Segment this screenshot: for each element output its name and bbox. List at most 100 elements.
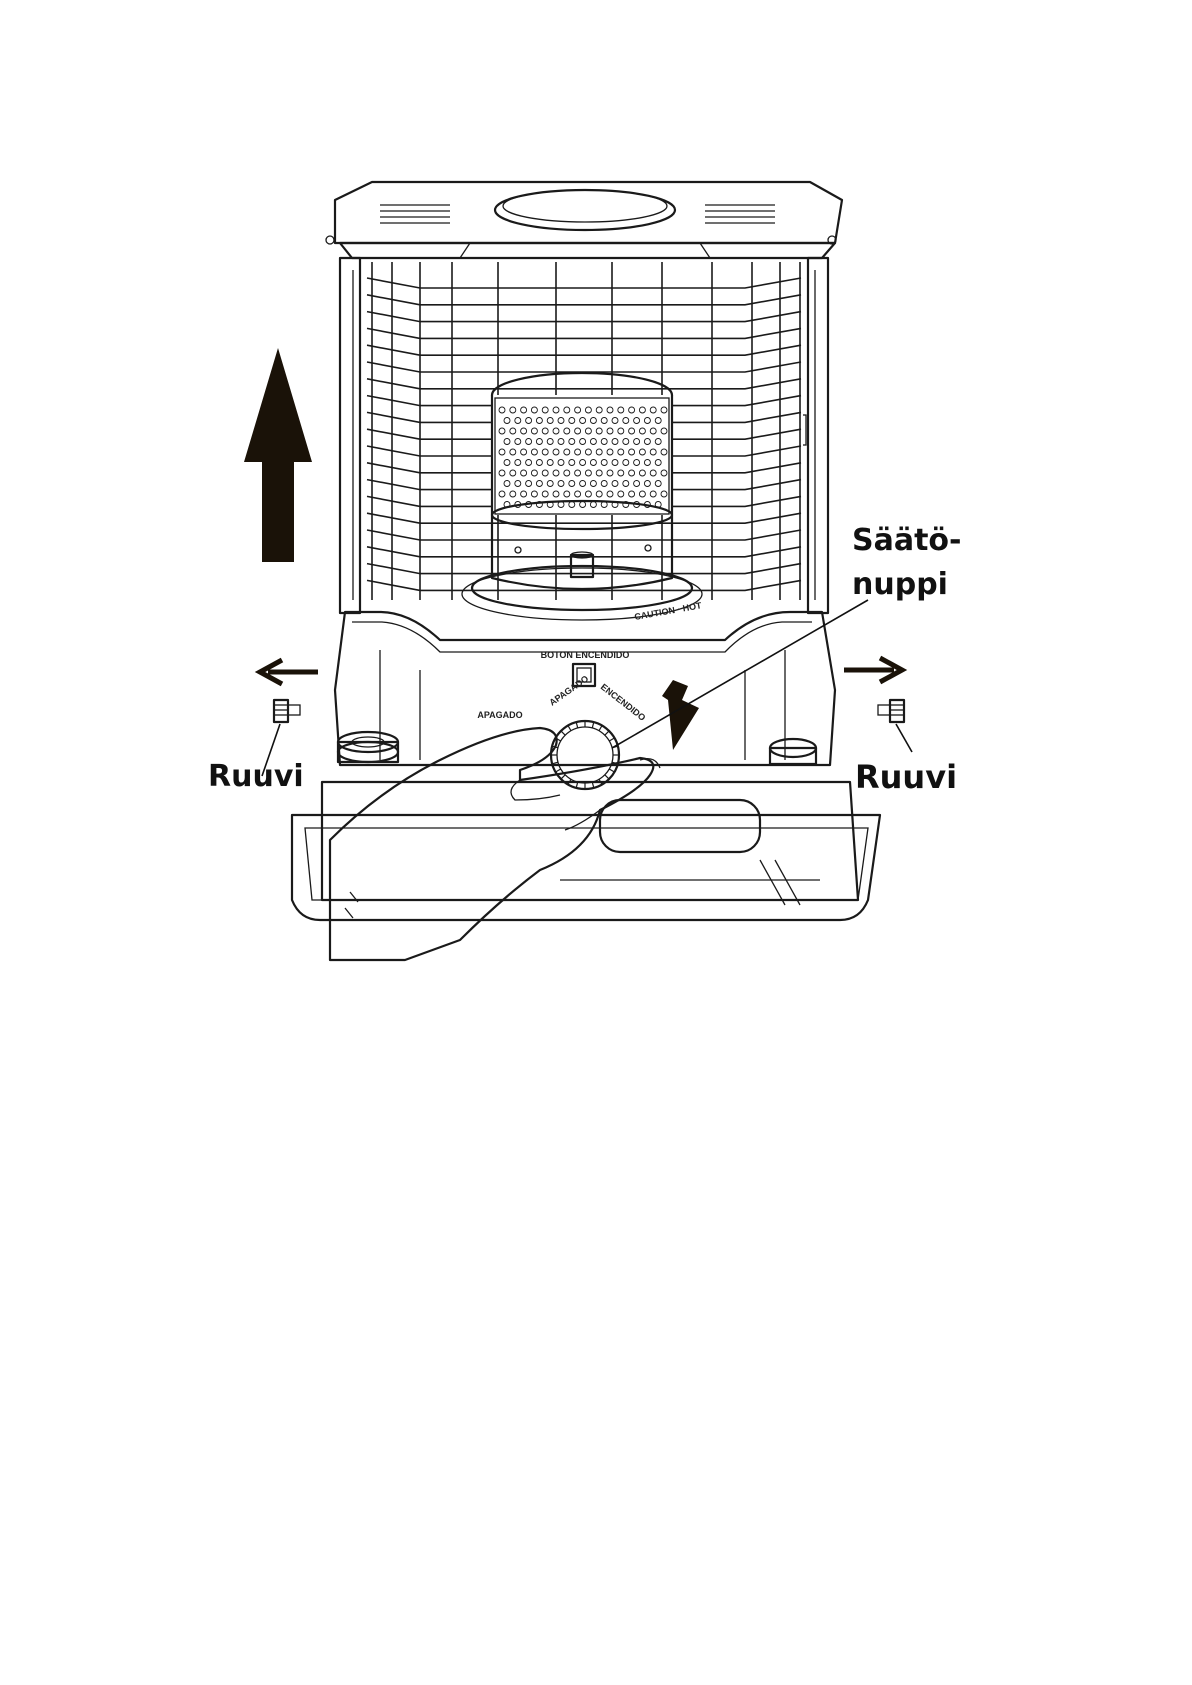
burner-hole: [596, 470, 602, 476]
burner-hole: [510, 407, 516, 413]
burner-hole: [607, 491, 613, 497]
burner-hole: [618, 491, 624, 497]
burner-hole: [590, 460, 596, 466]
burner-hole: [499, 449, 505, 455]
burner-hole: [504, 439, 510, 445]
burner-hole: [639, 470, 645, 476]
burner-hole: [510, 449, 516, 455]
heater-body: CAUTION · HOT BOTON ENCENDIDO APAGADO AP…: [335, 600, 835, 765]
burner-hole: [515, 439, 521, 445]
top-vent-left: [380, 205, 450, 223]
burner-hole: [569, 418, 575, 424]
burner-hole: [639, 491, 645, 497]
burner-hole: [526, 481, 532, 487]
burner-hole: [655, 460, 661, 466]
burner-hole: [623, 418, 629, 424]
burner-hole: [515, 418, 521, 424]
burner-hole: [569, 439, 575, 445]
burner-hole: [644, 418, 650, 424]
burner-hole: [531, 470, 537, 476]
burner-hole: [558, 418, 564, 424]
ignition-button-label: BOTON ENCENDIDO: [541, 650, 630, 660]
heater-top-lid: [326, 182, 842, 258]
knob-tooth: [609, 738, 614, 741]
burner-hole: [612, 439, 618, 445]
screw-icon: [878, 700, 904, 722]
knob-tooth: [605, 775, 609, 779]
burner-hole: [531, 491, 537, 497]
leader-screw-right: [896, 724, 912, 752]
burner-hole: [553, 470, 559, 476]
knob-tooth: [599, 726, 602, 731]
knob-tooth: [605, 731, 609, 735]
burner-hole: [575, 428, 581, 434]
off-label-dial: APAGADO: [547, 673, 590, 707]
knob-tooth: [568, 726, 571, 731]
burner-hole: [564, 491, 570, 497]
burner-hole: [607, 470, 613, 476]
burner-hole: [504, 418, 510, 424]
burner-hole: [542, 470, 548, 476]
burner-hole: [629, 407, 635, 413]
off-label-left: APAGADO: [477, 710, 522, 720]
burner-hole: [580, 502, 586, 508]
burner-hole: [547, 481, 553, 487]
burner-hole: [596, 449, 602, 455]
burner-hole: [521, 470, 527, 476]
adjust-knob-label-line1: Säätö-: [852, 523, 962, 558]
burner-hole: [596, 428, 602, 434]
burner-hole: [515, 481, 521, 487]
burner-hole: [623, 460, 629, 466]
burner-hole: [558, 460, 564, 466]
up-arrow-icon: [244, 348, 312, 562]
leader-adjust-knob: [612, 600, 868, 748]
burner-hole: [655, 418, 661, 424]
burner-hole: [515, 460, 521, 466]
burner-hole: [526, 418, 532, 424]
burner-hole: [564, 407, 570, 413]
burner-hole: [601, 460, 607, 466]
burner-hole: [499, 407, 505, 413]
burner-hole: [612, 418, 618, 424]
burner-hole: [580, 460, 586, 466]
burner-hole: [655, 439, 661, 445]
burner-hole: [639, 407, 645, 413]
burner-hole: [655, 481, 661, 487]
burner-hole: [510, 428, 516, 434]
burner-hole: [629, 470, 635, 476]
burner-hole: [629, 449, 635, 455]
burner-hole: [661, 470, 667, 476]
burner-hole: [590, 439, 596, 445]
burner-hole: [564, 470, 570, 476]
burner-hole: [542, 407, 548, 413]
burner-hole: [564, 449, 570, 455]
burner-hole: [623, 481, 629, 487]
burner-hole: [575, 491, 581, 497]
burner-hole: [542, 428, 548, 434]
burner-hole: [585, 470, 591, 476]
burner-hole: [629, 491, 635, 497]
burner-hole: [504, 481, 510, 487]
burner-hole: [542, 449, 548, 455]
burner-hole: [650, 407, 656, 413]
burner-hole: [558, 439, 564, 445]
knob-tooth: [552, 762, 558, 764]
knob-tooth: [576, 722, 578, 728]
burner-hole: [569, 502, 575, 508]
burner-hole: [526, 460, 532, 466]
burner-hole: [590, 481, 596, 487]
burner-hole: [618, 407, 624, 413]
burner-hole: [521, 491, 527, 497]
burner-hole: [499, 428, 505, 434]
burner-hole: [585, 428, 591, 434]
screw-icon: [274, 700, 300, 722]
burner-hole: [521, 449, 527, 455]
knob-tooth: [609, 769, 614, 772]
burner-hole: [536, 460, 542, 466]
burner-hole: [575, 470, 581, 476]
burner-hole: [510, 470, 516, 476]
burner-hole: [650, 491, 656, 497]
burner-hole: [601, 481, 607, 487]
burner-hole: [612, 460, 618, 466]
burner-hole: [575, 407, 581, 413]
